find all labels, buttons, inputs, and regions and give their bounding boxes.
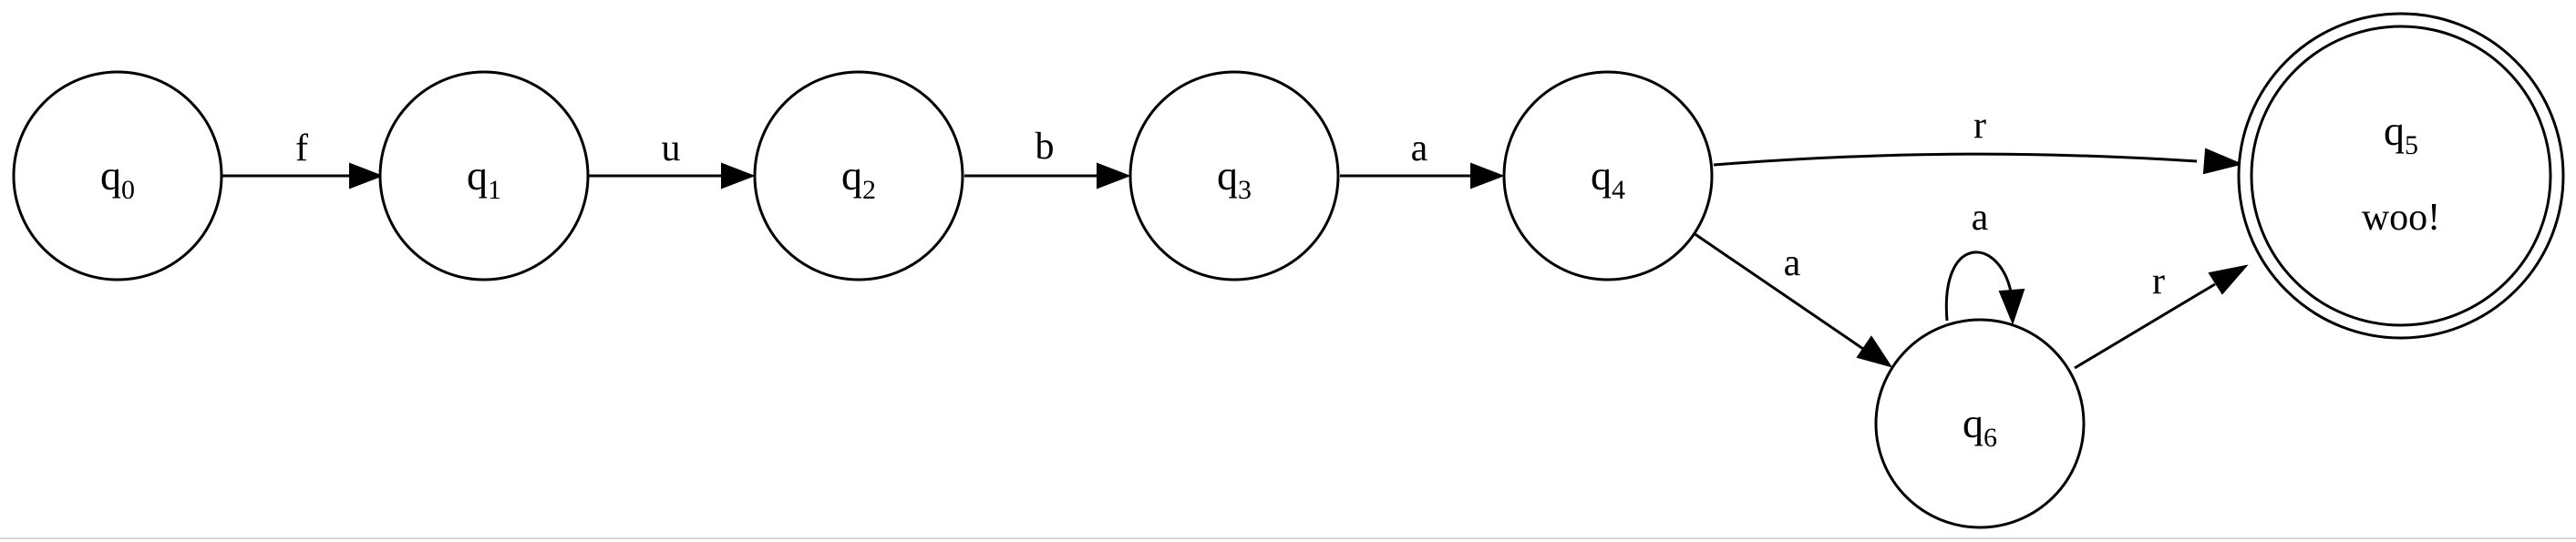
state-label-base: q (100, 152, 121, 199)
state-label-base: q (467, 152, 488, 199)
state-label-base: q (2384, 107, 2405, 154)
arrow-head (1470, 162, 1505, 189)
edge-line (1944, 251, 2013, 322)
state-q4: q4 (1502, 70, 1714, 281)
state-label-base: q (1963, 400, 1984, 446)
edge-q2-q3: b (964, 126, 1131, 189)
state-q3: q3 (1128, 70, 1340, 281)
state-label: q4 (1591, 152, 1625, 205)
edge-label: a (1411, 128, 1428, 169)
state-label-subscript: 2 (862, 175, 876, 205)
state-label-subscript: 1 (488, 175, 501, 205)
arrow-head (721, 162, 756, 189)
state-label-subscript: 4 (1612, 175, 1625, 205)
bottom-border (0, 537, 2576, 539)
edge-q6-self: a (1944, 197, 2025, 325)
edge-q4-q5: r (1713, 105, 2244, 175)
arrow-head (2202, 148, 2244, 175)
state-label: q6 (1963, 400, 1997, 453)
edge-q6-q5: r (2074, 261, 2249, 370)
edges: f u b a r a (222, 105, 2249, 370)
state-label-subscript: 0 (121, 175, 135, 205)
arrow-head (1998, 288, 2025, 325)
arrow-head (349, 162, 384, 189)
edge-line (1713, 152, 2198, 167)
edge-label: a (1972, 197, 1989, 239)
state-label: q5 (2384, 107, 2418, 160)
state-label: q0 (100, 152, 135, 205)
edge-label: u (662, 128, 681, 169)
states: q0 q1 q2 q3 q4 q5 woo! (12, 12, 2565, 529)
state-label-subscript: 6 (1984, 423, 1997, 453)
state-label-subscript: 3 (1238, 175, 1252, 205)
state-label-base: q (841, 152, 862, 199)
state-label-base: q (1217, 152, 1238, 199)
state-q2: q2 (753, 70, 964, 281)
state-label: q1 (467, 152, 501, 205)
edge-line (2074, 282, 2216, 370)
state-q5: q5 woo! (2237, 12, 2565, 340)
state-circle (1874, 318, 2086, 529)
arrow-head (2208, 264, 2249, 295)
state-q1: q1 (378, 70, 590, 281)
state-label: q2 (841, 152, 876, 205)
edge-label: b (1036, 126, 1055, 168)
state-circle (1502, 70, 1714, 281)
edge-label: r (1973, 105, 1986, 147)
state-label-base: q (1591, 152, 1612, 199)
edge-q4-q6: a (1693, 231, 1893, 368)
edge-q1-q2: u (588, 128, 756, 189)
edge-q0-q1: f (222, 128, 384, 189)
state-extra-label: woo! (2362, 197, 2440, 239)
state-circle (1128, 70, 1340, 281)
edge-label: a (1784, 242, 1801, 284)
state-circle-inner (2250, 25, 2552, 327)
edge-label: r (2152, 261, 2165, 302)
state-label: q3 (1217, 152, 1252, 205)
arrow-head (1856, 335, 1893, 368)
state-q6: q6 (1874, 318, 2086, 529)
edge-q3-q4: a (1340, 128, 1505, 189)
arrow-head (1097, 162, 1131, 189)
state-circle (753, 70, 964, 281)
state-circle (378, 70, 590, 281)
edge-line (1693, 231, 1864, 351)
edge-label: f (295, 128, 308, 169)
state-label-subscript: 5 (2405, 130, 2418, 160)
state-circle (12, 70, 223, 281)
state-q0: q0 (12, 70, 223, 281)
